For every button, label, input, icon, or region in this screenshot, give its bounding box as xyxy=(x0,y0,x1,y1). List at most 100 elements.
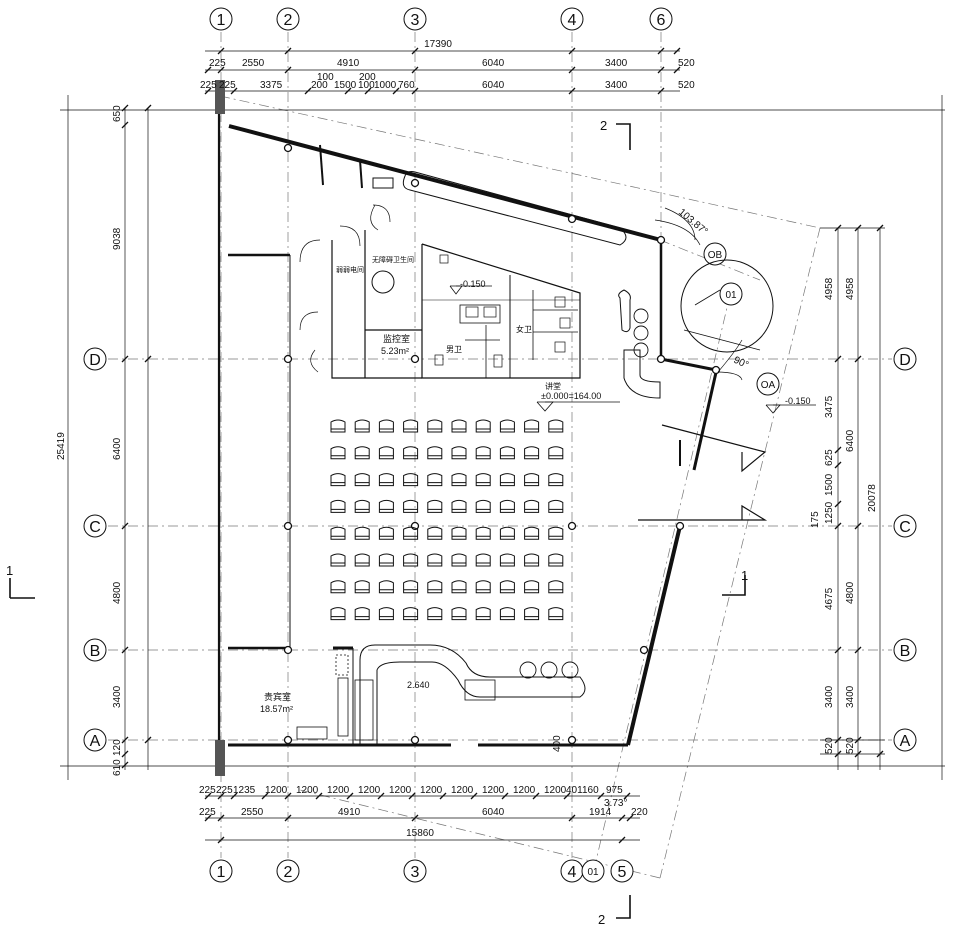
seat xyxy=(330,607,346,621)
seat xyxy=(548,419,564,433)
dim-bot-8: 1200 xyxy=(389,785,412,796)
grid-label-OB: OB xyxy=(708,250,723,261)
level-outside: -0.150 xyxy=(785,396,811,406)
section-2-bottom-label: 2 xyxy=(598,912,605,927)
seat xyxy=(524,607,540,621)
room-male: 男卫 xyxy=(446,345,462,354)
grid-label-bottom-4: 4 xyxy=(568,864,577,881)
angle-90: 90° xyxy=(732,355,750,371)
seat xyxy=(524,580,540,594)
room-vip: 贵宾室 xyxy=(264,691,291,702)
seat xyxy=(548,553,564,567)
grid-label-D-right: D xyxy=(899,352,911,369)
seat xyxy=(354,499,370,513)
dim-bot-2: 225 xyxy=(216,785,233,796)
seat xyxy=(499,607,515,621)
dim-right-3: 3475 xyxy=(824,395,835,418)
seat xyxy=(475,446,491,460)
grid-label-2: 2 xyxy=(284,12,293,29)
seat xyxy=(378,553,394,567)
seat xyxy=(451,580,467,594)
grid-label-C-left: C xyxy=(89,519,101,536)
seat xyxy=(330,553,346,567)
dim-right-4: 6400 xyxy=(845,429,856,452)
level-bar: 2.640 xyxy=(407,680,430,690)
seat xyxy=(451,607,467,621)
level-markers xyxy=(449,219,816,414)
dim-top2-1: 225 xyxy=(200,80,217,91)
dim-bot-15: 975 xyxy=(606,785,623,796)
seat xyxy=(499,553,515,567)
seat xyxy=(499,473,515,487)
seat xyxy=(475,499,491,513)
seat xyxy=(548,607,564,621)
dim-top2-10: 3400 xyxy=(605,80,628,91)
dim-bot-13: 1200 xyxy=(544,785,567,796)
grid-label-bottom-01: 01 xyxy=(587,867,599,878)
seat xyxy=(548,526,564,540)
seat xyxy=(524,473,540,487)
dim-left-1: 650 xyxy=(112,105,123,122)
grid-label-bottom-3: 3 xyxy=(411,864,420,881)
seat xyxy=(403,446,419,460)
seat xyxy=(354,526,370,540)
seat xyxy=(524,419,540,433)
dim-top-5: 3400 xyxy=(605,58,628,69)
room-vip-area: 18.57m² xyxy=(260,704,293,714)
grid-label-1: 1 xyxy=(217,12,226,29)
seat xyxy=(427,553,443,567)
dim-door-400: 400 xyxy=(552,735,563,752)
seat xyxy=(330,473,346,487)
dim-top-2: 2550 xyxy=(242,58,265,69)
dim-bot2-3: 4910 xyxy=(338,807,361,818)
grid-label-6: 6 xyxy=(657,12,666,29)
room-electric: 弱弱电间 xyxy=(336,265,364,274)
grid-label-OA: OA xyxy=(761,380,776,391)
grid-bubbles xyxy=(83,7,917,883)
seat xyxy=(548,580,564,594)
dim-bot-14: 401160 xyxy=(566,785,599,796)
dim-top2-3: 3375 xyxy=(260,80,283,91)
seating-grid xyxy=(330,419,564,621)
dim-bot-11: 1200 xyxy=(482,785,505,796)
seat xyxy=(524,446,540,460)
seat xyxy=(548,473,564,487)
seat xyxy=(451,499,467,513)
dim-left-6: 120 xyxy=(112,739,123,756)
dim-right-6: 1500 xyxy=(824,473,835,496)
bottom-dimension-text: 225 225 1235 1200 1200 1200 1200 1200 12… xyxy=(199,785,648,839)
dim-right-9: 4675 xyxy=(824,587,835,610)
seat xyxy=(451,419,467,433)
dim-left-5: 3400 xyxy=(112,685,123,708)
seat xyxy=(451,446,467,460)
dim-top-1: 225 xyxy=(209,58,226,69)
dim-top2-5: 1500 xyxy=(334,80,357,91)
grid-label-B-right: B xyxy=(900,643,911,660)
dim-left-2: 9038 xyxy=(112,227,123,250)
seat xyxy=(403,473,419,487)
dim-right-8: 175 xyxy=(810,511,821,528)
seat xyxy=(475,553,491,567)
seat xyxy=(427,499,443,513)
seat xyxy=(354,419,370,433)
room-office-area: 5.23m² xyxy=(381,346,409,356)
seat xyxy=(330,580,346,594)
dim-left-3: 6400 xyxy=(112,437,123,460)
grid-label-bottom-5: 5 xyxy=(618,864,627,881)
room-hall: 讲堂 xyxy=(545,381,561,391)
room-female: 女卫 xyxy=(516,324,532,334)
seat xyxy=(524,553,540,567)
dim-top2-6: 100 xyxy=(358,80,375,91)
seat xyxy=(499,419,515,433)
dim-right-2: 4958 xyxy=(845,277,856,300)
columns xyxy=(283,143,721,745)
section-2-top-label: 2 xyxy=(600,118,607,133)
seat xyxy=(499,499,515,513)
left-dimension-text: 650 9038 25419 6400 4800 3400 120 610 40… xyxy=(56,105,563,776)
dim-left-7: 610 xyxy=(112,759,123,776)
seat xyxy=(548,499,564,513)
dim-bot-1: 225 xyxy=(199,785,216,796)
seat xyxy=(330,526,346,540)
grid-label-4: 4 xyxy=(568,12,577,29)
